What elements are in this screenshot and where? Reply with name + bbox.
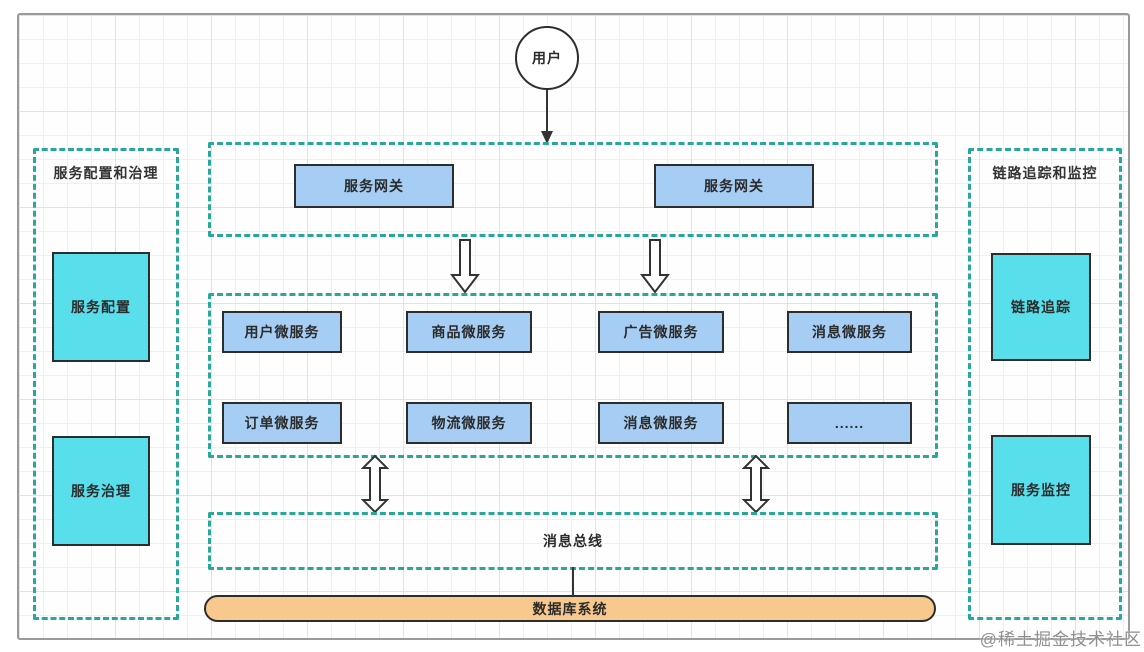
gateway-region (208, 142, 938, 237)
gateway-box-2: 服务网关 (654, 164, 814, 208)
microservice-box: 物流微服务 (406, 402, 532, 444)
gateway-box-1: 服务网关 (294, 164, 454, 208)
user-to-gateway-arrow-icon (541, 90, 553, 144)
microservice-box: ...... (787, 402, 912, 444)
microservice-label: 物流微服务 (431, 415, 507, 431)
service-monitor-box: 服务监控 (991, 435, 1091, 545)
service-governance-label: 服务治理 (71, 483, 131, 499)
user-node: 用户 (515, 26, 579, 90)
service-monitor-label: 服务监控 (1011, 482, 1071, 498)
service-config-box: 服务配置 (52, 252, 150, 362)
left-panel-region: 服务配置和治理 (33, 148, 179, 620)
user-label: 用户 (532, 50, 562, 66)
microservice-label: 消息微服务 (623, 415, 699, 431)
link-tracing-label: 链路追踪 (1011, 299, 1071, 315)
microservice-label: 广告微服务 (623, 324, 699, 340)
service-governance-box: 服务治理 (52, 436, 150, 546)
watermark: @稀土掘金技术社区 (979, 630, 1142, 649)
diagram-frame (17, 13, 1130, 640)
database-node: 数据库系统 (204, 595, 936, 622)
microservice-label: 消息微服务 (812, 324, 887, 340)
gateway-box-1-label: 服务网关 (344, 178, 404, 194)
gateway-to-services-arrow-icon (450, 239, 480, 293)
microservice-box: 订单微服务 (222, 402, 342, 444)
bus-to-database-connector (572, 567, 574, 595)
service-config-label: 服务配置 (71, 299, 131, 315)
right-panel-region: 链路追踪和监控 (968, 148, 1122, 620)
link-tracing-box: 链路追踪 (991, 253, 1091, 361)
services-bus-double-arrow-icon (742, 455, 770, 513)
services-bus-double-arrow-icon (361, 455, 389, 513)
microservice-box: 消息微服务 (787, 311, 912, 353)
microservice-box: 消息微服务 (598, 402, 724, 444)
database-label: 数据库系统 (532, 600, 608, 617)
right-panel-title: 链路追踪和监控 (992, 165, 1098, 181)
left-panel-title: 服务配置和治理 (53, 165, 159, 181)
microservice-box: 广告微服务 (598, 311, 724, 353)
microservice-box: 商品微服务 (406, 311, 532, 353)
message-bus-label: 消息总线 (543, 533, 603, 549)
microservice-label: 用户微服务 (244, 324, 320, 340)
microservice-label: 商品微服务 (431, 324, 507, 340)
gateway-to-services-arrow-icon (640, 239, 670, 293)
microservice-box: 用户微服务 (222, 311, 342, 353)
microservices-region (208, 293, 938, 458)
gateway-box-2-label: 服务网关 (704, 178, 764, 194)
message-bus-region: 消息总线 (208, 512, 938, 570)
microservice-label: 订单微服务 (244, 415, 320, 431)
microservice-label: ...... (834, 415, 865, 431)
